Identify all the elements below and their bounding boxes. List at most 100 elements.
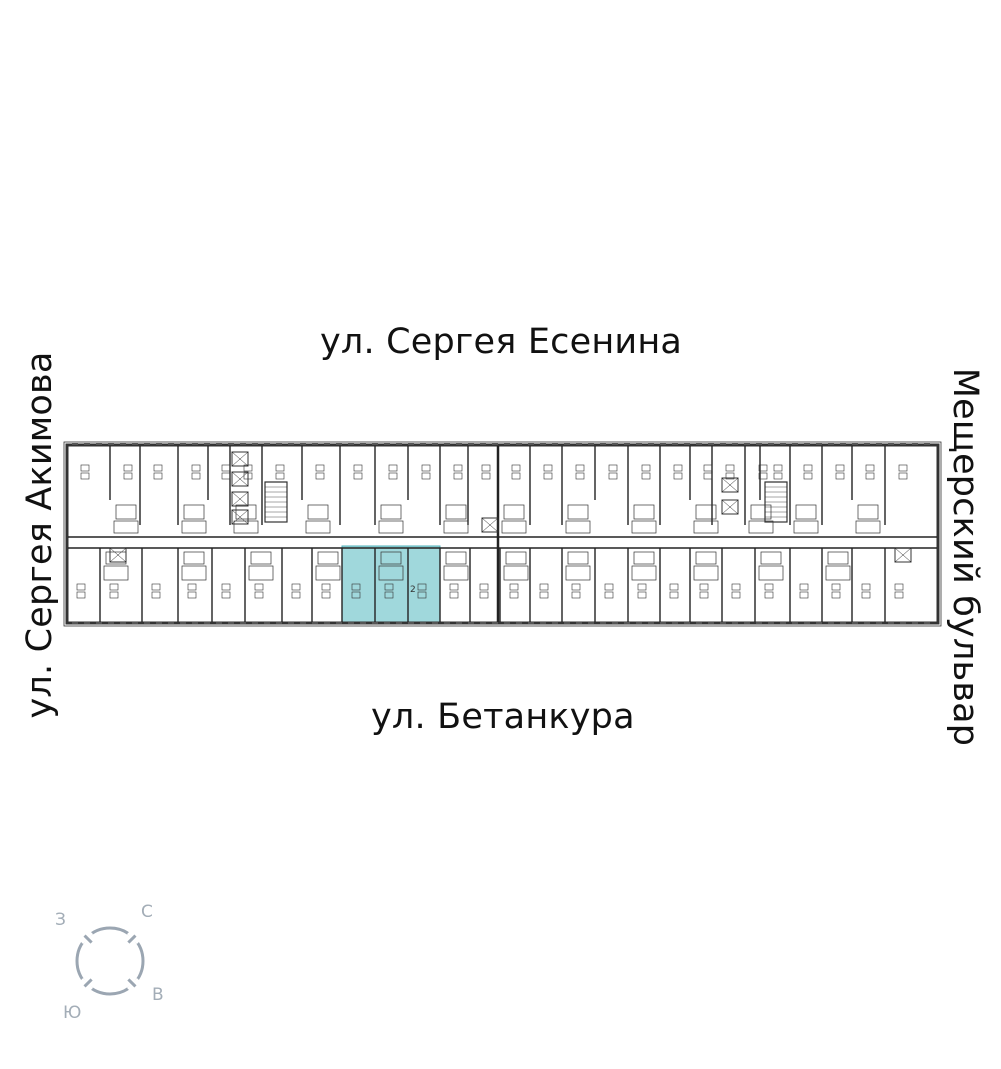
compass-icon	[75, 926, 145, 996]
fixture	[63, 441, 942, 627]
fixture	[191, 472, 201, 480]
fixture	[803, 464, 813, 472]
fixture	[575, 464, 585, 472]
fixture	[421, 472, 431, 480]
fixture	[633, 551, 655, 565]
fixture	[449, 583, 459, 591]
fixture	[254, 591, 264, 599]
fixture	[378, 520, 404, 534]
fixture	[865, 472, 875, 480]
fixture	[571, 591, 581, 599]
fixture	[567, 551, 589, 565]
fixture	[764, 591, 774, 599]
fixture	[254, 583, 264, 591]
fixture	[799, 591, 809, 599]
fixture	[221, 464, 231, 472]
fixture	[695, 504, 717, 520]
fixture	[421, 464, 431, 472]
fixture	[608, 464, 618, 472]
fixture	[758, 472, 768, 480]
fixture	[503, 565, 529, 581]
fixture	[543, 464, 553, 472]
fixture	[631, 520, 657, 534]
street-label-left: ул. Сергея Акимова	[20, 351, 60, 719]
fixture	[703, 472, 713, 480]
fixture	[758, 565, 784, 581]
fixture	[231, 451, 249, 467]
fixture	[317, 551, 339, 565]
fixture	[509, 591, 519, 599]
compass-east: В	[152, 985, 164, 1005]
fixture	[669, 583, 679, 591]
fixture	[721, 477, 739, 493]
fixture	[153, 464, 163, 472]
fixture	[604, 583, 614, 591]
fixture	[109, 591, 119, 599]
fixture	[481, 472, 491, 480]
wall	[481, 517, 499, 533]
fixture	[181, 520, 207, 534]
wall	[127, 978, 137, 988]
street-label-right: Мещерский бульвар	[945, 367, 985, 747]
fixture	[388, 472, 398, 480]
fixture	[608, 472, 618, 480]
fixture	[695, 551, 717, 565]
fixture	[275, 464, 285, 472]
fixture	[443, 565, 469, 581]
fixture	[831, 591, 841, 599]
wall	[127, 934, 137, 944]
fixture	[113, 520, 139, 534]
fixture	[693, 520, 719, 534]
fixture	[633, 504, 655, 520]
fixture	[669, 591, 679, 599]
fixture	[894, 547, 912, 563]
fixture	[501, 520, 527, 534]
fixture	[65, 443, 940, 625]
selected-apartment[interactable]	[341, 545, 441, 624]
street-label-top: ул. Сергея Есенина	[320, 322, 683, 362]
fixture	[481, 517, 499, 533]
fixture	[80, 472, 90, 480]
selected-apartment-rooms: 2	[410, 585, 416, 595]
fixture	[673, 464, 683, 472]
wall	[231, 491, 249, 507]
wall	[231, 471, 249, 487]
compass-west: З	[55, 910, 66, 930]
fixture	[539, 591, 549, 599]
fixture	[861, 591, 871, 599]
fixture	[291, 591, 301, 599]
wall	[231, 509, 249, 525]
fixture	[305, 520, 331, 534]
wall	[83, 978, 93, 988]
fixture	[857, 504, 879, 520]
fixture	[731, 583, 741, 591]
fixture	[693, 565, 719, 581]
fixture	[479, 591, 489, 599]
wall	[721, 477, 739, 493]
fixture	[699, 591, 709, 599]
fixture	[384, 591, 394, 599]
fixture	[123, 472, 133, 480]
fixture	[825, 565, 851, 581]
fixture	[123, 464, 133, 472]
fixture	[445, 504, 467, 520]
fixture	[321, 583, 331, 591]
fixture	[221, 591, 231, 599]
fixture	[861, 583, 871, 591]
fixture	[831, 583, 841, 591]
fixture	[565, 565, 591, 581]
compass-south: Ю	[63, 1003, 82, 1023]
fixture	[565, 520, 591, 534]
wall	[894, 547, 912, 563]
fixture	[233, 520, 259, 534]
fixture	[231, 491, 249, 507]
fixture	[109, 583, 119, 591]
fixture	[511, 464, 521, 472]
fixture	[248, 565, 274, 581]
fixture	[388, 464, 398, 472]
fixture	[153, 472, 163, 480]
fixture	[417, 583, 427, 591]
fixture	[827, 551, 849, 565]
fixture	[773, 464, 783, 472]
fixture	[898, 464, 908, 472]
